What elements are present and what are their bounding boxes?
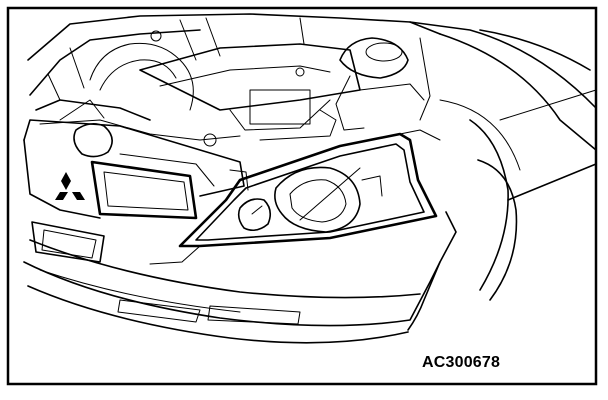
engine-bay [27, 13, 441, 147]
front-grille [23, 99, 249, 220]
mitsubishi-logo-icon [55, 172, 85, 200]
figure-frame [6, 6, 598, 386]
front-bumper [23, 211, 457, 344]
headlamp-assembly [178, 129, 441, 248]
figure-id-label: AC300678 [422, 354, 501, 371]
front-fender [409, 21, 597, 301]
